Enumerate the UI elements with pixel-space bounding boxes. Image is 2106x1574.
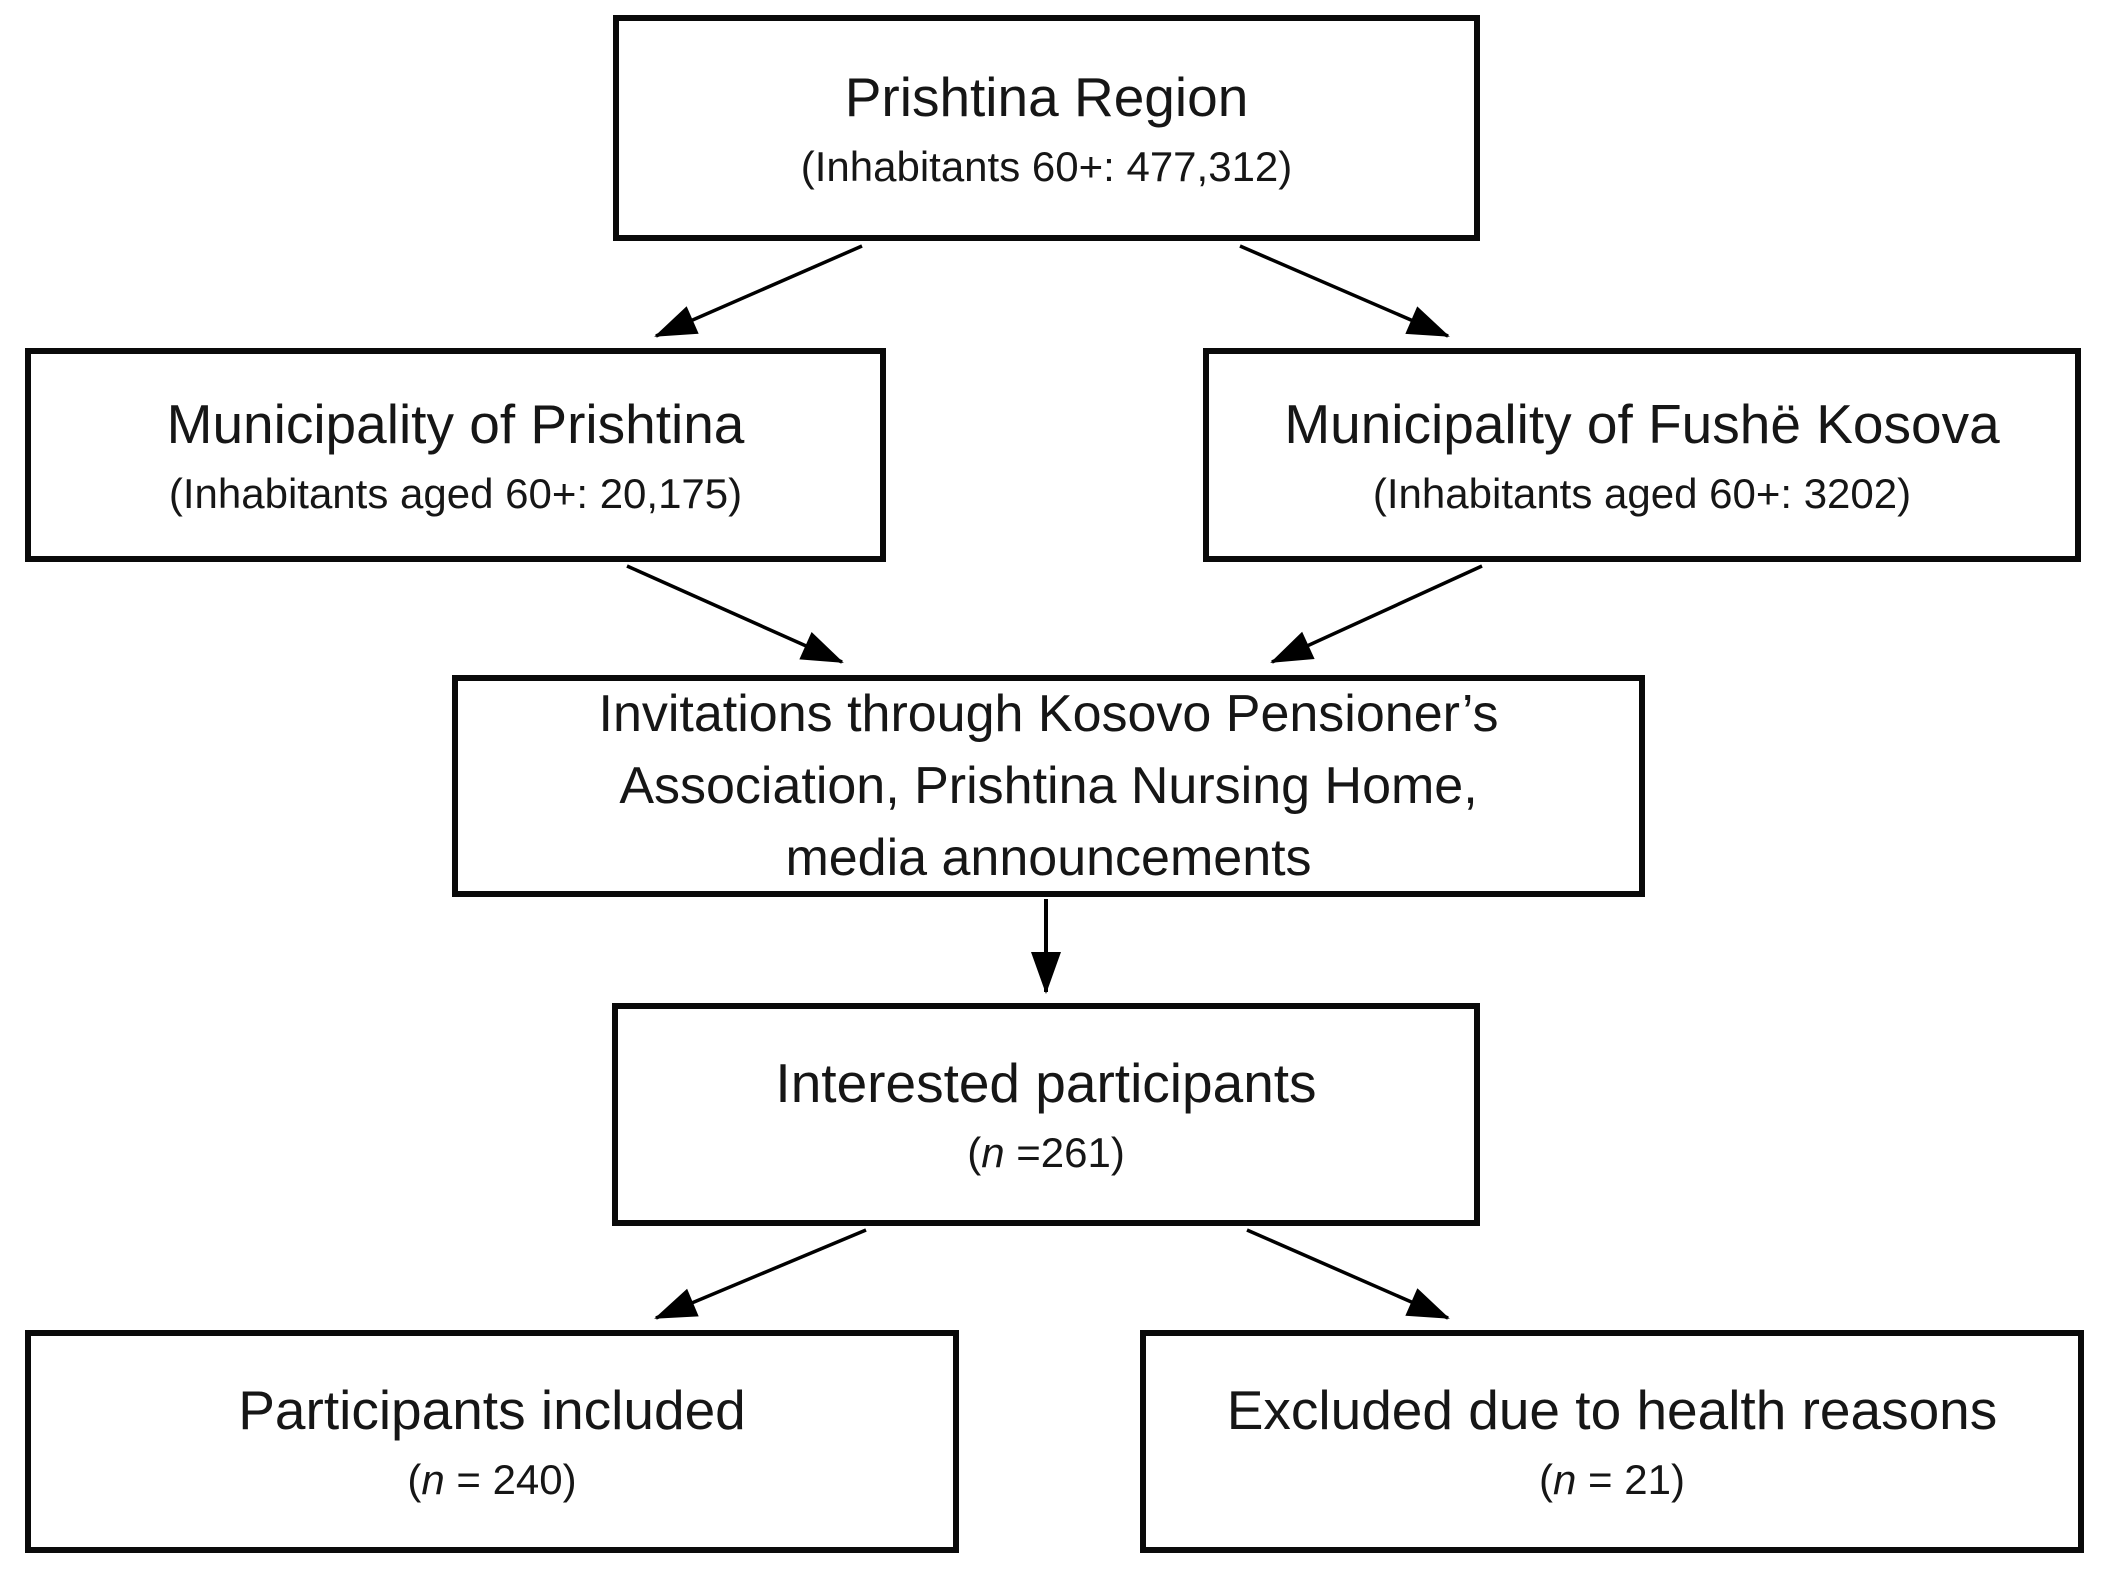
arrow-interested-to-included (654, 1228, 867, 1320)
node-title-line1: Invitations through Kosovo Pensioner’s (598, 685, 1499, 743)
node-title: Municipality of Prishtina (166, 392, 745, 455)
paren-open: ( (967, 1129, 982, 1177)
node-title: Interested participants (775, 1052, 1317, 1115)
sample-size-label: (n =261) (967, 1128, 1125, 1178)
node-subtitle: (Inhabitants aged 60+: 3202) (1372, 469, 1912, 517)
node-title: Prishtina Region (844, 65, 1249, 128)
paren-open: ( (407, 1456, 422, 1504)
sample-size-label: (n = 240) (407, 1455, 576, 1505)
node-subtitle: (Inhabitants 60+: 477,312) (800, 142, 1293, 190)
n-value: =261) (1004, 1129, 1125, 1177)
node-title: Participants included (238, 1379, 746, 1442)
node-title: Excluded due to health reasons (1226, 1379, 1998, 1442)
n-symbol: n (1553, 1456, 1577, 1504)
node-municipality-prishtina: Municipality of Prishtina (Inhabitants a… (25, 348, 886, 562)
n-value: = 240) (444, 1456, 577, 1504)
node-title-line2: Association, Prishtina Nursing Home, (619, 757, 1478, 815)
n-symbol: n (421, 1456, 445, 1504)
n-symbol: n (981, 1129, 1005, 1177)
arrow-municipality-prishtina-to-invitations (626, 564, 844, 664)
node-subtitle: (Inhabitants aged 60+: 20,175) (168, 469, 743, 517)
arrow-interested-to-excluded (1246, 1228, 1450, 1320)
arrow-municipality-fushe-kosova-to-invitations (1270, 564, 1483, 664)
node-participants-included: Participants included (n = 240) (25, 1330, 959, 1553)
paren-open: ( (1539, 1456, 1554, 1504)
sample-size-label: (n = 21) (1539, 1455, 1685, 1505)
node-title-line3: media announcements (785, 829, 1312, 887)
node-invitations: Invitations through Kosovo Pensioner’s A… (452, 675, 1645, 897)
node-interested-participants: Interested participants (n =261) (612, 1003, 1480, 1226)
node-prishtina-region: Prishtina Region (Inhabitants 60+: 477,3… (613, 15, 1480, 241)
node-title: Municipality of Fushë Kosova (1284, 392, 2000, 455)
arrow-region-to-municipality-fushe-kosova (1239, 244, 1450, 338)
n-value: = 21) (1576, 1456, 1685, 1504)
arrow-region-to-municipality-prishtina (654, 244, 863, 338)
node-excluded-health-reasons: Excluded due to health reasons (n = 21) (1140, 1330, 2084, 1553)
node-municipality-fushe-kosova: Municipality of Fushë Kosova (Inhabitant… (1203, 348, 2081, 562)
